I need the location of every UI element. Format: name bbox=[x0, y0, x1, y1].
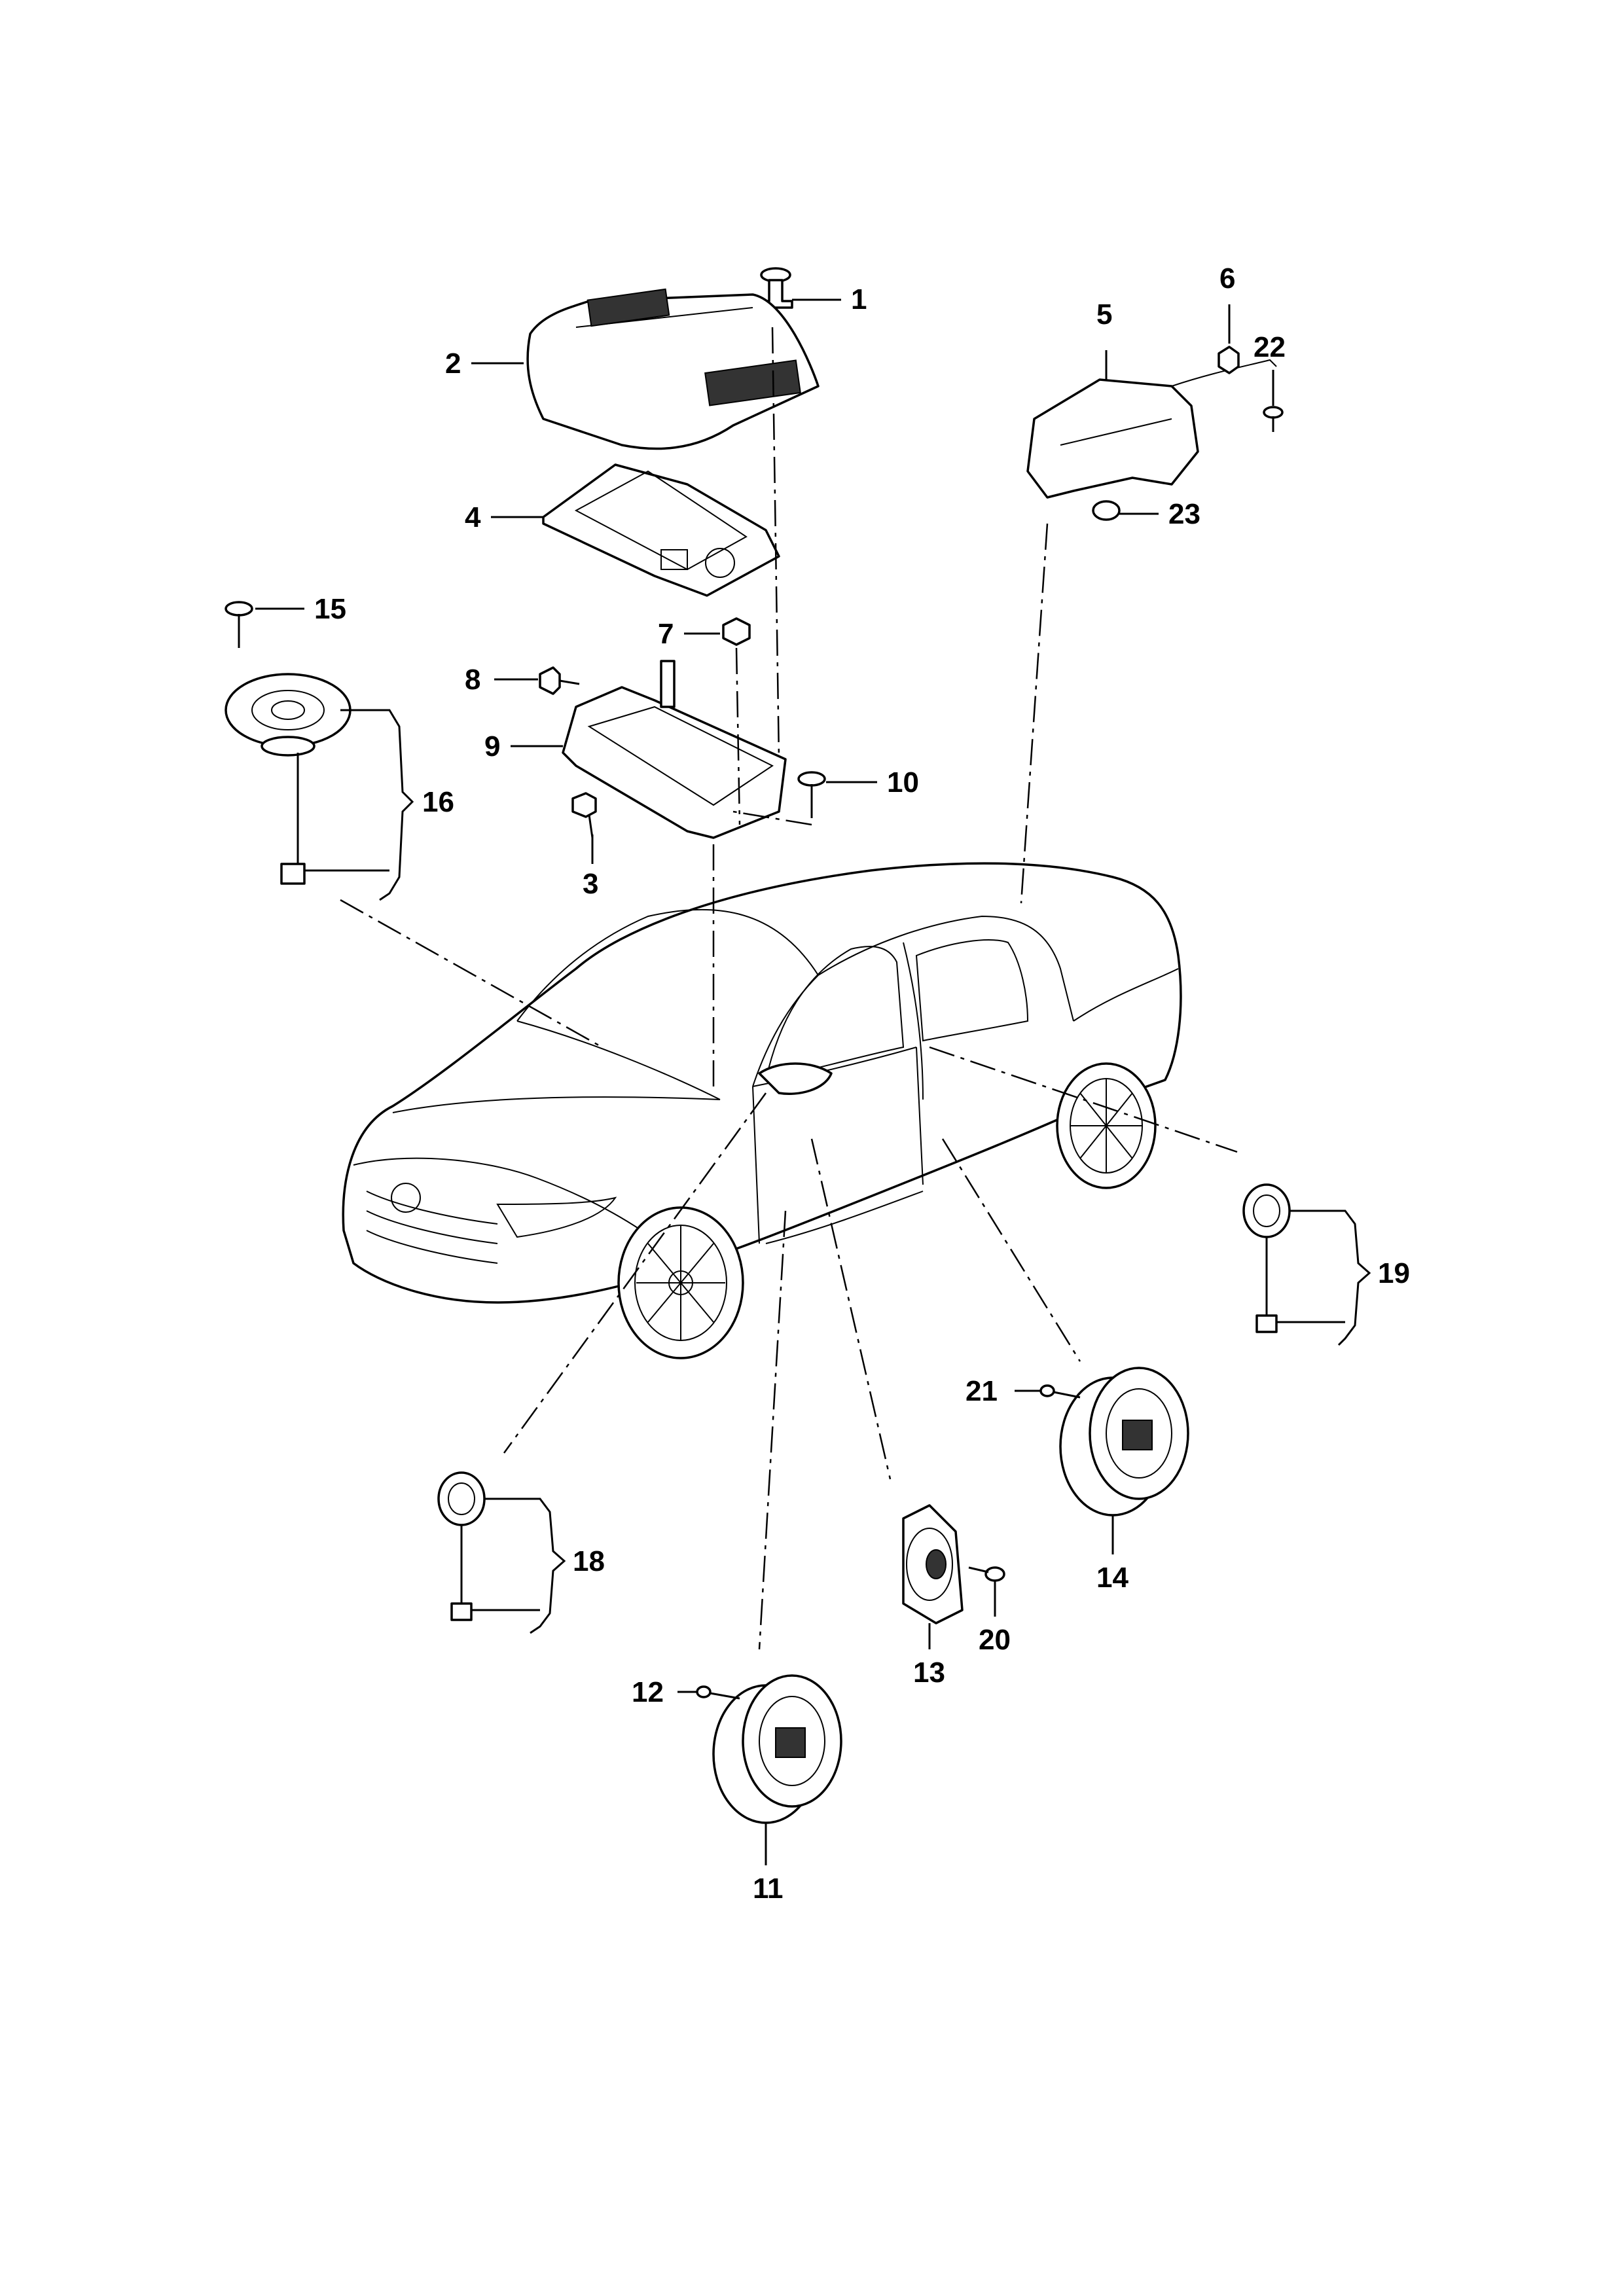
bolt-part-3 bbox=[571, 792, 597, 838]
label-14: 14 bbox=[1096, 1562, 1128, 1594]
label-8: 8 bbox=[465, 664, 480, 696]
label-22: 22 bbox=[1254, 331, 1286, 363]
car-outline bbox=[342, 862, 1182, 1359]
label-5: 5 bbox=[1096, 298, 1112, 331]
center-lines bbox=[340, 327, 1238, 1650]
woofer-part-11 bbox=[712, 1674, 842, 1824]
label-7: 7 bbox=[658, 618, 674, 650]
nut-part-7 bbox=[722, 617, 751, 646]
cover-part-2 bbox=[526, 288, 820, 450]
label-18: 18 bbox=[573, 1545, 605, 1577]
callout-labels: 1 2 3 4 5 6 7 8 9 10 11 12 13 14 15 16 1… bbox=[314, 262, 1410, 1905]
label-21: 21 bbox=[965, 1375, 998, 1407]
nut-part-6 bbox=[1218, 346, 1240, 374]
label-3: 3 bbox=[583, 868, 598, 900]
label-12: 12 bbox=[632, 1676, 664, 1708]
screw-part-22 bbox=[1263, 406, 1284, 432]
label-10: 10 bbox=[887, 766, 919, 798]
label-6: 6 bbox=[1219, 262, 1235, 295]
screw-part-10 bbox=[797, 771, 826, 818]
midrange-part-13 bbox=[902, 1504, 964, 1624]
screw-part-20 bbox=[968, 1566, 1005, 1582]
label-4: 4 bbox=[465, 501, 481, 533]
label-20: 20 bbox=[979, 1624, 1011, 1656]
bolt-part-8 bbox=[539, 666, 580, 695]
screw-part-12 bbox=[696, 1685, 740, 1700]
label-1: 1 bbox=[851, 283, 867, 315]
screw-part-15 bbox=[225, 601, 253, 648]
nut-part-23 bbox=[1092, 500, 1121, 521]
label-13: 13 bbox=[913, 1657, 945, 1689]
bracket-part-5 bbox=[1026, 359, 1277, 499]
control-unit-part-4 bbox=[542, 463, 780, 597]
screw-part-21 bbox=[1039, 1384, 1081, 1399]
leader-lines bbox=[255, 298, 1274, 1865]
label-11: 11 bbox=[753, 1873, 784, 1905]
label-16: 16 bbox=[422, 786, 454, 818]
speaker-part-16 bbox=[225, 673, 352, 885]
label-23: 23 bbox=[1168, 498, 1200, 530]
tweeter-part-19 bbox=[1242, 1183, 1291, 1333]
label-9: 9 bbox=[484, 730, 500, 762]
label-2: 2 bbox=[445, 348, 461, 380]
bracket-part-9 bbox=[562, 660, 787, 839]
woofer-part-14 bbox=[1059, 1367, 1189, 1516]
braces bbox=[304, 709, 1371, 1634]
label-19: 19 bbox=[1378, 1257, 1410, 1289]
tweeter-part-18 bbox=[437, 1471, 486, 1621]
label-15: 15 bbox=[314, 593, 346, 625]
